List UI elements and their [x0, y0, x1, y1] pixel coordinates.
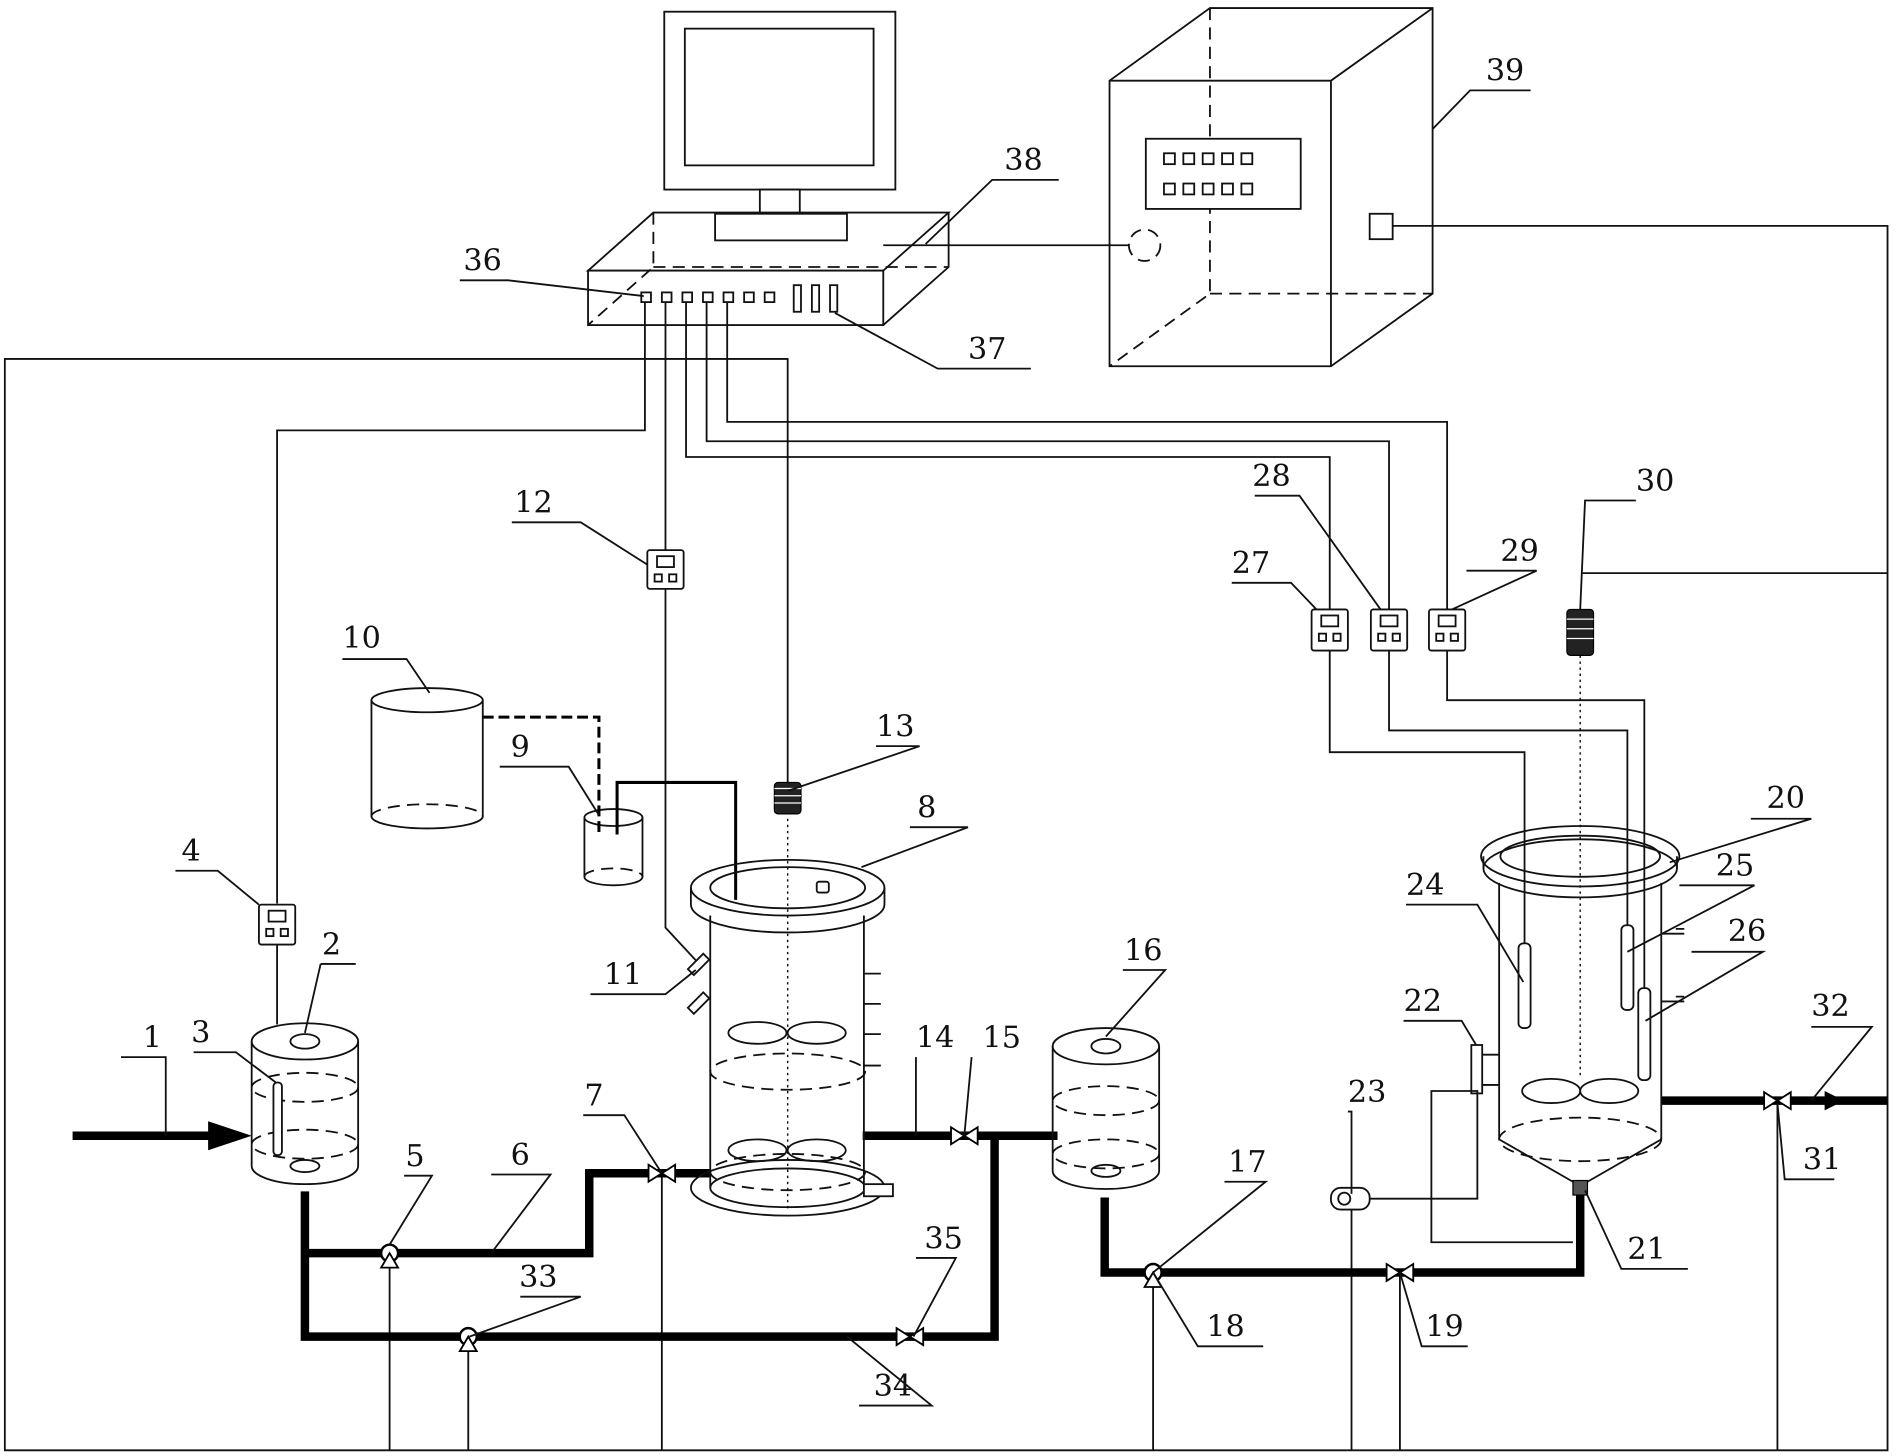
label-39: 39 [1486, 54, 1524, 89]
label-17: 17 [1228, 1145, 1266, 1180]
valve-35 [895, 1326, 925, 1347]
transfer-piping [1100, 1090, 1888, 1277]
label-33: 33 [519, 1260, 557, 1295]
label-7: 7 [584, 1079, 603, 1114]
motor-30 [1566, 608, 1595, 657]
label-14: 14 [916, 1020, 954, 1055]
dosing-lines [482, 715, 738, 900]
label-6: 6 [511, 1138, 530, 1173]
label-25: 25 [1716, 849, 1754, 884]
level-gauge-22 [1470, 1044, 1500, 1095]
intermediate-tank-16 [1051, 1027, 1161, 1190]
reactor-20 [1480, 825, 1685, 1196]
label-24: 24 [1406, 868, 1444, 903]
label-23: 23 [1348, 1075, 1386, 1110]
meter-12 [646, 549, 685, 590]
leader-lines [120, 89, 1874, 1407]
label-18: 18 [1206, 1310, 1244, 1345]
label-22: 22 [1404, 984, 1442, 1019]
label-16: 16 [1124, 933, 1162, 968]
label-28: 28 [1252, 459, 1290, 494]
control-cabinet [1108, 7, 1434, 368]
label-5: 5 [405, 1139, 424, 1174]
meter-28 [1369, 608, 1409, 652]
reactor-8 [686, 818, 894, 1217]
pump-5 [379, 1243, 400, 1269]
label-8: 8 [917, 791, 936, 826]
label-38: 38 [1004, 143, 1042, 178]
label-19: 19 [1425, 1310, 1463, 1345]
meter-29 [1428, 608, 1467, 652]
label-10: 10 [342, 621, 380, 656]
label-1: 1 [143, 1020, 162, 1055]
valve-15 [950, 1125, 979, 1146]
meter-27 [1310, 608, 1349, 652]
part-labels: 1 2 3 4 5 6 7 8 9 10 11 12 13 14 15 16 1… [143, 54, 1850, 1404]
feed-tank-2 [250, 1022, 360, 1186]
label-21: 21 [1627, 1232, 1665, 1267]
computer-monitor [663, 10, 897, 242]
meter-4 [258, 903, 297, 946]
label-9: 9 [511, 730, 530, 765]
label-3: 3 [191, 1016, 210, 1051]
label-20: 20 [1767, 781, 1805, 816]
aeration-system [1330, 1090, 1573, 1244]
signal-wires [3, 224, 1889, 1452]
label-35: 35 [924, 1221, 962, 1256]
label-34: 34 [874, 1369, 912, 1404]
label-29: 29 [1500, 534, 1538, 569]
motor-13 [773, 781, 802, 815]
label-15: 15 [982, 1020, 1020, 1055]
label-37: 37 [968, 332, 1006, 367]
reagent-tank-10 [370, 687, 484, 830]
label-31: 31 [1803, 1143, 1841, 1178]
dosing-tank-9 [583, 808, 644, 887]
pump-33 [458, 1326, 479, 1353]
feed-pipe [72, 1121, 252, 1151]
valve-31 [1763, 1090, 1792, 1111]
label-30: 30 [1636, 464, 1674, 499]
computer-host-box [585, 211, 951, 326]
label-2: 2 [322, 927, 341, 962]
label-36: 36 [463, 244, 501, 279]
label-12: 12 [514, 486, 552, 521]
label-26: 26 [1728, 914, 1766, 949]
label-13: 13 [876, 709, 914, 744]
label-4: 4 [181, 834, 200, 869]
label-32: 32 [1811, 989, 1849, 1024]
label-11: 11 [604, 958, 642, 993]
label-27: 27 [1232, 546, 1270, 581]
